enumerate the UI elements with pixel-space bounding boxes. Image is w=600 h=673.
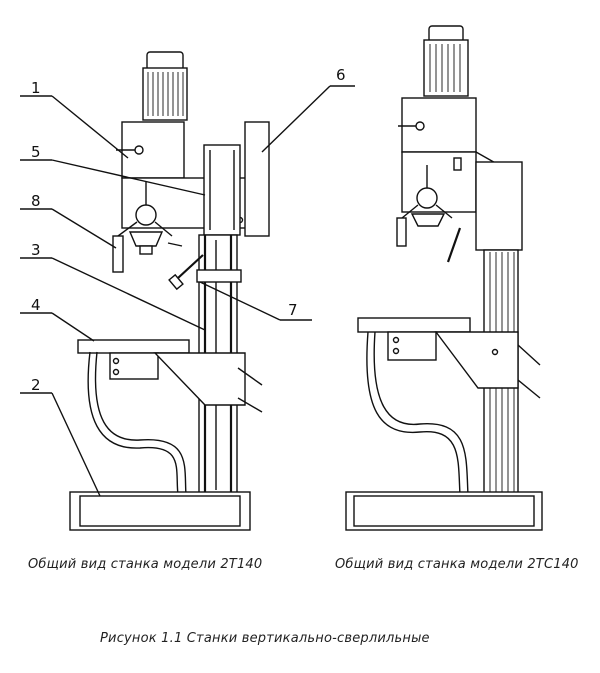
callout-8: 8 (31, 192, 41, 210)
machine-2tc140-drawing (345, 25, 543, 531)
callout-5: 5 (31, 143, 41, 161)
callout-3: 3 (31, 241, 41, 259)
machine-2t140-drawing (69, 51, 270, 531)
callout-leaders (20, 85, 355, 497)
caption-model-2tc140: Общий вид станка модели 2ТС140 (335, 557, 579, 572)
caption-model-2t140: Общий вид станка модели 2Т140 (28, 557, 263, 572)
callout-7: 7 (288, 301, 298, 319)
callout-2: 2 (31, 376, 41, 394)
callout-1: 1 (31, 79, 41, 97)
callout-6: 6 (336, 66, 346, 84)
figure-caption: Рисунок 1.1 Станки вертикально-сверлильн… (100, 631, 430, 646)
callout-4: 4 (31, 296, 41, 314)
